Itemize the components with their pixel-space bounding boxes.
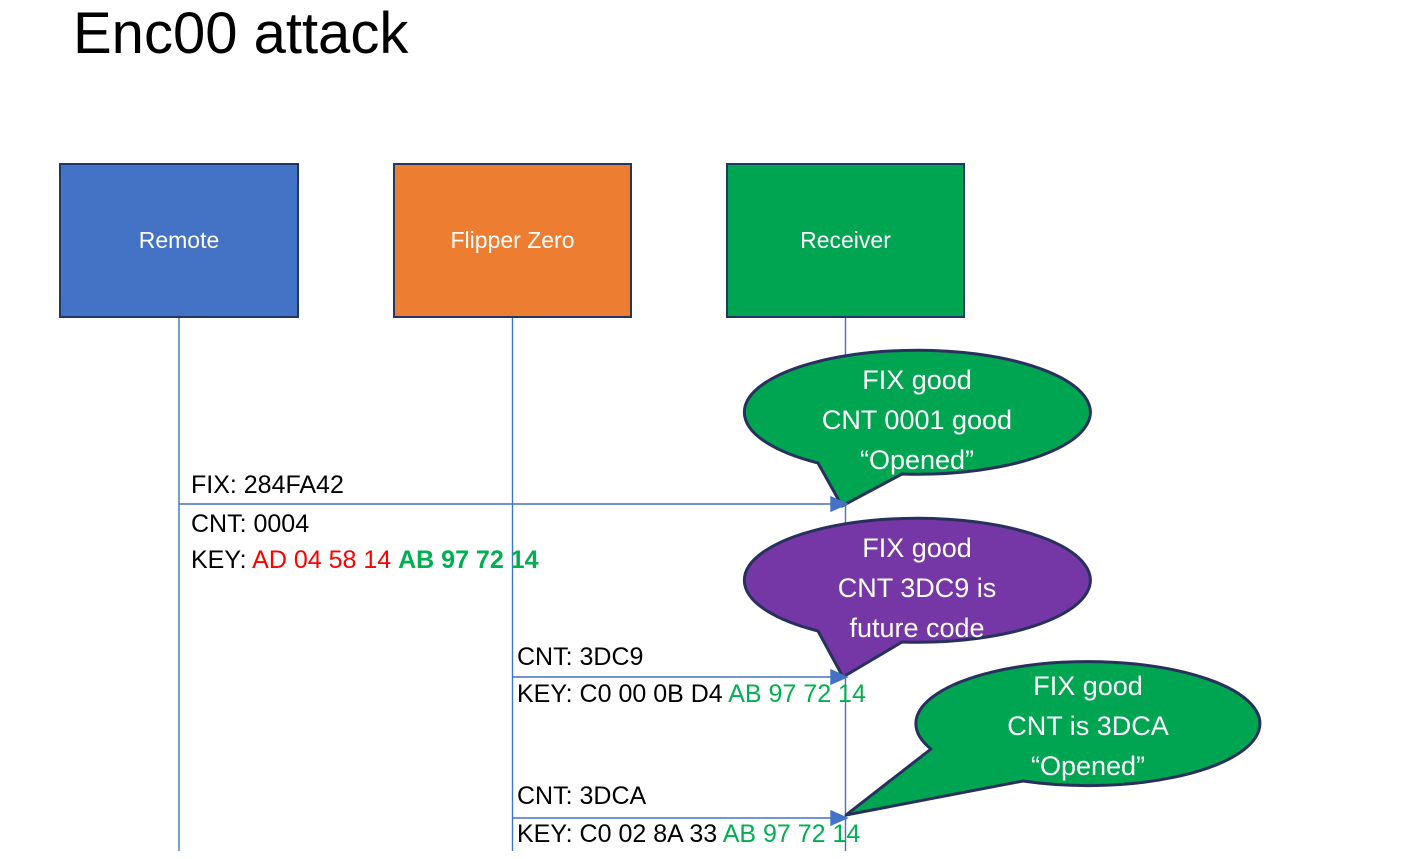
message-1-cnt: CNT: 0004 <box>191 510 309 539</box>
message-2-key-green-bytes: AB 97 72 14 <box>728 680 866 708</box>
message-1-fix-text: FIX: 284FA42 <box>191 471 344 499</box>
actor-receiver-label: Receiver <box>800 227 891 253</box>
callout-1-line-3: “Opened” <box>859 445 975 475</box>
callout-2-line-2: CNT 3DC9 is <box>837 573 997 603</box>
message-1-key-green-bytes: AB 97 72 14 <box>398 546 539 574</box>
callout-2-text: FIX good CNT 3DC9 is future code <box>744 528 1090 648</box>
message-2-cnt-text: CNT: 3DC9 <box>517 643 644 671</box>
callout-3-line-2: CNT is 3DCA <box>1007 711 1169 741</box>
page-title: Enc00 attack <box>73 1 409 66</box>
callout-bubble-opened-1 <box>742 348 1092 508</box>
message-3-key: KEY: C0 02 8A 33 AB 97 72 14 <box>517 820 860 849</box>
message-1-cnt-text: CNT: 0004 <box>191 510 310 538</box>
message-3-key-black-bytes: KEY: C0 02 8A 33 <box>517 820 723 848</box>
actor-remote-label: Remote <box>138 227 220 253</box>
callout-bubble-opened-2 <box>844 660 1262 817</box>
message-arrows <box>179 495 849 827</box>
callout-2-line-3: future code <box>849 613 985 643</box>
message-2-key: KEY: C0 00 0B D4 AB 97 72 14 <box>517 680 866 709</box>
callout-3-line-1: FIX good <box>1033 671 1143 701</box>
message-3-key-green-bytes: AB 97 72 14 <box>722 820 861 848</box>
message-2-cnt: CNT: 3DC9 <box>517 643 643 672</box>
callout-bubble-future-code <box>742 516 1092 679</box>
arrow-3-head-icon <box>830 809 849 827</box>
message-3-cnt: CNT: 3DCA <box>517 782 646 811</box>
arrow-2-head-icon <box>830 668 849 686</box>
callout-1-line-2: CNT 0001 good <box>821 405 1013 435</box>
arrow-1-head-icon <box>830 495 849 513</box>
actor-box-remote: Remote <box>59 163 299 318</box>
message-2-key-black-bytes: KEY: C0 00 0B D4 <box>517 680 729 708</box>
message-3-cnt-text: CNT: 3DCA <box>517 782 647 810</box>
callout-3-line-3: “Opened” <box>1030 751 1146 781</box>
callout-2-line-1: FIX good <box>862 533 972 563</box>
callout-1-line-1: FIX good <box>862 365 972 395</box>
message-1-fix: FIX: 284FA42 <box>191 471 344 500</box>
message-1-key: KEY: AD 04 58 14 AB 97 72 14 <box>191 546 538 575</box>
actor-box-receiver: Receiver <box>726 163 965 318</box>
callout-1-text: FIX good CNT 0001 good “Opened” <box>744 360 1090 480</box>
message-1-key-label: KEY: <box>191 546 253 574</box>
callout-3-text: FIX good CNT is 3DCA “Opened” <box>915 666 1261 786</box>
actor-flipper-label: Flipper Zero <box>450 227 575 253</box>
actor-box-flipper-zero: Flipper Zero <box>393 163 632 318</box>
message-1-key-red-bytes: AD 04 58 14 <box>252 546 399 574</box>
